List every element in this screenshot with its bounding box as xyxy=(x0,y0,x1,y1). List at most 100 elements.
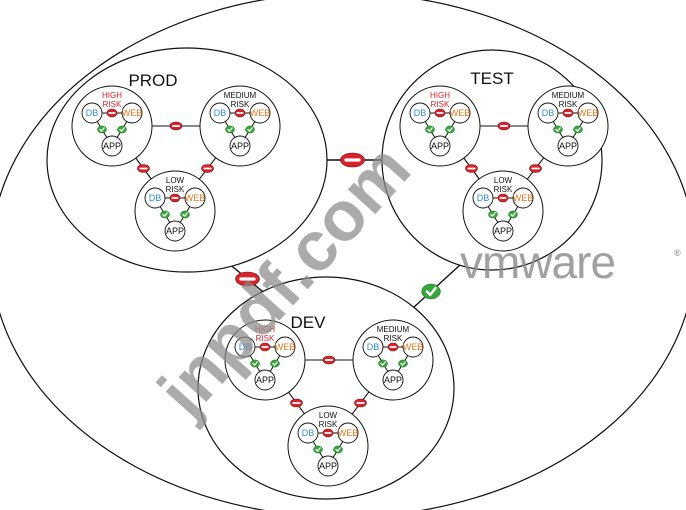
tier-dev-high-app-label: APP xyxy=(256,375,274,385)
zone-test-medium-risk-line1: MEDIUM xyxy=(552,91,585,100)
tier-test-high-app-label: APP xyxy=(431,141,449,151)
tier-test-low-db-label: DB xyxy=(477,193,490,203)
tier-prod-low-db-label: DB xyxy=(149,193,162,203)
zone-dev-medium-risk-line1: MEDIUM xyxy=(377,325,410,334)
zone-link-test-high-low-deny-badge-icon xyxy=(465,164,478,173)
environment-test-label: TEST xyxy=(470,69,513,88)
tier-prod-high-web-node xyxy=(121,102,143,124)
zone-prod-medium-risk-line1: MEDIUM xyxy=(224,91,257,100)
tier-dev-low-app-label: APP xyxy=(319,461,337,471)
zone-dev-low-risk-line1: LOW xyxy=(319,411,338,420)
environment-link-badges xyxy=(235,152,441,300)
zone-prod-high-risk-line2: RISK xyxy=(103,100,122,109)
tier-dev-high-web-node xyxy=(274,336,296,358)
tier-link-test-high-db-app-allow-check-icon xyxy=(425,125,435,134)
environment-prod-label: PROD xyxy=(128,71,177,90)
tier-prod-high-web-label: WEB xyxy=(122,108,143,118)
zone-link-prod-medium-low-deny-badge-icon xyxy=(201,164,214,173)
tier-link-test-high-db-web-deny-badge-icon xyxy=(434,108,446,118)
tier-link-prod-medium-web-app-allow-check-icon xyxy=(245,125,255,134)
zone-link-test-medium-low-deny-badge-icon xyxy=(529,164,542,173)
tier-dev-medium-db-node xyxy=(362,336,384,358)
tier-dev-medium-app-label: APP xyxy=(384,375,402,385)
tier-dev-high-app-node xyxy=(254,369,276,391)
tier-prod-high-app-label: APP xyxy=(103,141,121,151)
tier-prod-low-db-node xyxy=(144,187,166,209)
tier-test-medium-app-node xyxy=(557,135,579,157)
tier-dev-high-db-node xyxy=(234,336,256,358)
tier-dev-low-db-node xyxy=(297,422,319,444)
watermark-brand-text: vmware xyxy=(460,236,615,288)
tier-link-dev-high-web-app-allow-check-icon xyxy=(270,359,280,368)
tier-test-medium-db-label: DB xyxy=(542,108,555,118)
tier-prod-high-db-node xyxy=(81,102,103,124)
tier-test-medium-web-label: WEB xyxy=(578,108,599,118)
zone-link-dev-high-low-deny-badge-icon xyxy=(290,398,303,408)
tier-dev-medium-web-label: WEB xyxy=(403,342,424,352)
zone-test-medium-risk-line2: RISK xyxy=(559,100,578,109)
tier-prod-high-db-label: DB xyxy=(86,108,99,118)
tier-link-prod-medium-db-app-allow-check-icon xyxy=(225,125,235,134)
tier-link-prod-low-web-app-allow-check-icon xyxy=(180,210,190,219)
tier-prod-high-app-node xyxy=(101,135,123,157)
tier-prod-medium-db-label: DB xyxy=(214,108,227,118)
tier-link-dev-low-db-app-allow-check-icon xyxy=(313,445,323,454)
tier-prod-medium-web-label: WEB xyxy=(250,108,271,118)
tier-test-medium-web-node xyxy=(577,102,599,124)
tier-link-test-medium-web-app-allow-check-icon xyxy=(573,125,583,134)
tier-link-prod-high-db-web-deny-badge-icon xyxy=(106,108,118,118)
tier-test-medium-db-node xyxy=(537,102,559,124)
zone-test-high-risk-line2: RISK xyxy=(431,100,450,109)
tier-test-high-web-node xyxy=(449,102,471,124)
tier-link-test-low-db-app-allow-check-icon xyxy=(488,210,498,219)
tier-test-high-app-node xyxy=(429,135,451,157)
tier-link-prod-low-db-web-deny-badge-icon xyxy=(169,193,181,203)
tier-link-test-high-web-app-allow-check-icon xyxy=(445,125,455,134)
zone-dev-medium-risk-line2: RISK xyxy=(384,334,403,343)
tier-link-dev-low-web-app-allow-check-icon xyxy=(333,445,343,454)
tier-dev-low-web-label: WEB xyxy=(338,428,359,438)
zone-prod-low-risk-line2: RISK xyxy=(166,185,185,194)
zone-dev-low-risk-line2: RISK xyxy=(319,420,338,429)
zone-link-prod-high-low-deny-badge-icon xyxy=(137,164,150,173)
tier-prod-low-web-label: WEB xyxy=(185,193,206,203)
env-link-prod-dev-deny-badge-icon xyxy=(235,271,260,287)
zone-link-prod-high-medium-deny-badge-icon xyxy=(169,121,183,131)
zone-link-dev-high-medium-deny-badge-icon xyxy=(322,355,336,365)
tier-dev-high-web-label: WEB xyxy=(275,342,296,352)
zone-test-low-risk-line1: LOW xyxy=(494,176,513,185)
tier-prod-medium-app-label: APP xyxy=(231,141,249,151)
zone-dev-high-risk-line1: HIGH xyxy=(255,325,275,334)
tier-prod-medium-db-node xyxy=(209,102,231,124)
tier-dev-medium-db-label: DB xyxy=(367,342,380,352)
tier-test-low-db-node xyxy=(472,187,494,209)
tier-dev-low-web-node xyxy=(337,422,359,444)
tier-link-prod-low-db-app-allow-check-icon xyxy=(160,210,170,219)
tier-prod-medium-web-node xyxy=(249,102,271,124)
tier-link-dev-low-db-web-deny-badge-icon xyxy=(322,428,334,438)
tier-dev-low-db-label: DB xyxy=(302,428,315,438)
tier-link-dev-medium-db-app-allow-check-icon xyxy=(378,359,388,368)
tier-dev-low-app-node xyxy=(317,455,339,477)
tier-prod-low-web-node xyxy=(184,187,206,209)
zone-link-dev-medium-low-deny-badge-icon xyxy=(354,398,367,408)
environment-dev-label: DEV xyxy=(291,313,327,332)
tier-dev-medium-web-node xyxy=(402,336,424,358)
tier-link-test-medium-db-web-deny-badge-icon xyxy=(562,108,574,118)
tier-test-high-db-node xyxy=(409,102,431,124)
tier-link-dev-medium-web-app-allow-check-icon xyxy=(398,359,408,368)
tier-dev-high-db-label: DB xyxy=(239,342,252,352)
env-link-test-dev-allow-check-icon xyxy=(421,283,441,300)
zone-prod-low-risk-line1: LOW xyxy=(166,176,185,185)
tier-link-test-low-db-web-deny-badge-icon xyxy=(497,193,509,203)
